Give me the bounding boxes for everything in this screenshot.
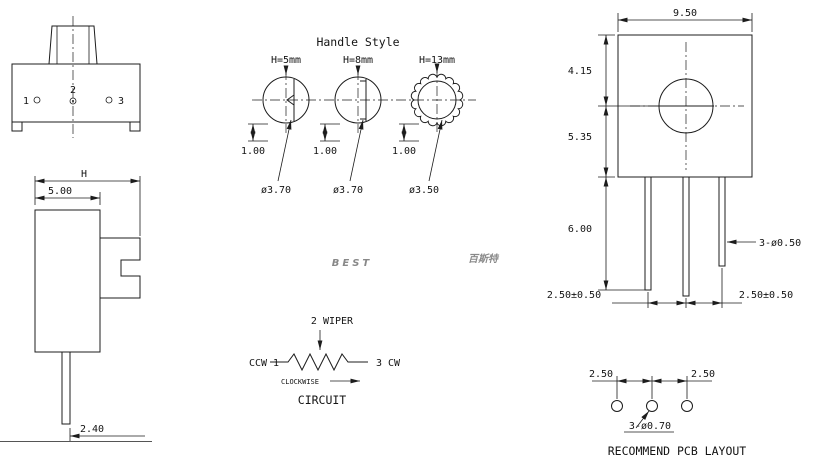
handle-option-13mm: H=13mm 1.00 ø3.50 [392,55,464,196]
front-pin3-label: 3 [118,96,124,107]
dimension-lines [399,119,443,182]
handle-option-8mm: H=8mm 1.00 ø3.70 [313,55,382,196]
slot-depth-dim-label: 1.00 [241,146,265,157]
side-clip-outline [100,237,141,299]
side-pin-offset-dim-label: 2.40 [80,424,104,435]
knurled-circle [410,73,464,127]
watermark-latin-text: BEST [332,258,372,269]
handle-height-label: H=8mm [343,55,373,66]
handle-diameter-label: ø3.70 [261,185,291,196]
wiper-label: 2 WIPER [311,316,354,327]
side-pin [61,351,71,425]
pin-left [644,176,652,291]
cw-terminal-label: 3 CW [376,358,401,369]
side-body-outline [34,209,101,353]
handle-style-section: Handle Style H=5mm 1.00 ø3.70 H=8mm [241,35,476,196]
front-pin2-label: 2 [70,85,76,96]
pcb-pitch-left-label: 2.50 [589,369,613,380]
top-dim-label: 4.15 [568,66,592,77]
right-view: 9.50 4.15 5.35 6.00 3-ø0.50 2.50±0.50 2.… [547,8,801,308]
front-view: 1 2 3 [11,16,141,138]
front-foot-left [11,121,23,132]
pcb-pitch-right-label: 2.50 [691,369,715,380]
handle-height-label: H=13mm [419,55,455,66]
circuit-title: CIRCUIT [298,393,347,407]
handle-diameter-label: ø3.50 [409,185,439,196]
dimension-lines [248,119,292,182]
front-pin3-mark [105,96,113,104]
pcb-hole-3 [681,400,693,412]
watermark-cjk-text: 百斯特 [468,253,500,265]
circuit-section: 2 WIPER CCW 1 3 CW CLOCKWISE CIRCUIT [249,316,401,407]
front-foot-right [129,121,141,132]
pin-middle [682,176,690,297]
pcb-hole-1 [611,400,623,412]
pin-diameter-label: 3-ø0.50 [759,238,801,249]
pcb-hole-2 [646,400,658,412]
pcb-layout-section: 2.50 2.50 3-ø0.70 RECOMMEND PCB LAYOUT [589,369,746,458]
pcb-layout-title: RECOMMEND PCB LAYOUT [608,444,747,458]
side-view: H 5.00 2.40 [0,169,152,442]
slot-depth-dim-label: 1.00 [392,146,416,157]
pitch-left-dim-label: 2.50±0.50 [547,290,601,301]
width-dim-label: 9.50 [673,8,697,19]
slot-depth-dim-label: 1.00 [313,146,337,157]
side-height-dim-label: H [81,169,87,180]
rotation-label: CLOCKWISE [281,378,319,386]
front-pin2-mark [69,97,77,105]
pin-right [718,176,726,267]
resistor-zigzag [270,352,368,372]
front-body-outline [11,63,141,123]
front-pin1-mark [33,96,41,104]
handle-height-label: H=5mm [271,55,301,66]
dimension-lines [592,376,712,433]
slot-notch [286,94,295,106]
dimension-lines [598,13,756,308]
handle-option-5mm: H=5mm 1.00 ø3.70 [241,55,310,196]
dimension-lines [0,176,152,442]
pcb-hole-diameter-label: 3-ø0.70 [629,421,671,432]
pitch-right-dim-label: 2.50±0.50 [739,290,793,301]
mid-dim-label: 5.35 [568,132,592,143]
pin-length-dim-label: 6.00 [568,224,592,235]
handle-style-title: Handle Style [316,35,399,49]
side-width-dim-label: 5.00 [48,186,72,197]
dimension-lines [320,119,364,182]
ccw-terminal-label: CCW 1 [249,358,279,369]
handle-diameter-label: ø3.70 [333,185,363,196]
front-pin2-dot [72,100,74,102]
front-pin1-label: 1 [23,96,29,107]
watermark: BEST 百斯特 [332,253,500,269]
